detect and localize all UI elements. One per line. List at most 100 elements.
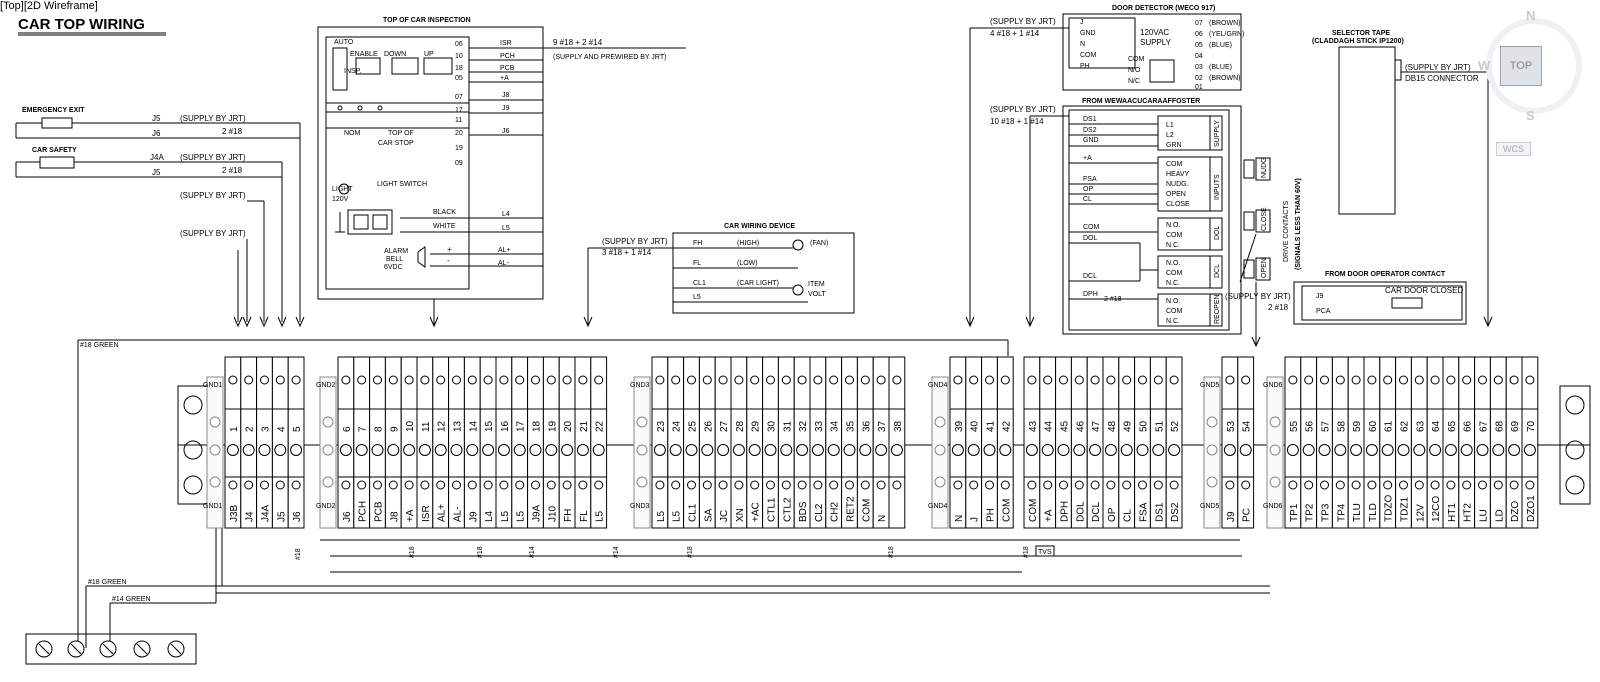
tvs-label: TVS: [1038, 549, 1052, 556]
arrow: [277, 316, 287, 328]
dd-term: PH: [1080, 63, 1090, 70]
terminal-number: 61: [1384, 420, 1395, 432]
terminal-label: L5: [656, 510, 667, 522]
terminal-screw: [701, 444, 714, 456]
term: J8: [502, 92, 510, 99]
terminal-number: 59: [1352, 420, 1363, 432]
compass-north[interactable]: N: [1526, 8, 1536, 23]
contact: [377, 105, 383, 111]
jumper-label: #18: [409, 546, 416, 558]
terminal-screw: [1153, 480, 1163, 490]
viewcube-top-face[interactable]: TOP: [1500, 46, 1542, 86]
terminal-screw: [371, 444, 384, 456]
dd-pin: 02: [1195, 75, 1203, 82]
terminal-screw: [434, 444, 447, 456]
terminal-screw: [1104, 444, 1117, 456]
arrow: [965, 316, 975, 328]
terminal-screw: [1462, 480, 1472, 490]
terminal-screw: [876, 480, 886, 490]
ground-terminal-screw: [636, 444, 648, 456]
terminal-screw: [420, 480, 430, 490]
terminal-label: TLD: [1368, 503, 1379, 522]
cwd-term: FL: [693, 260, 701, 267]
ground-bar-screw-slot: [38, 643, 50, 655]
terminal-screw: [732, 444, 745, 456]
insp-switch: [355, 57, 381, 75]
group-name: DCL: [1214, 264, 1221, 278]
cdc-title: FROM DOOR OPERATOR CONTACT: [1325, 271, 1446, 278]
compass-ring[interactable]: [1486, 18, 1582, 114]
group-item: COM: [1166, 308, 1183, 315]
terminal-label: CTL2: [782, 497, 793, 522]
button-label: CLOSE: [1261, 207, 1268, 231]
inspection-wire-note: 9 #18 + 2 #14: [553, 38, 603, 47]
ground-terminal-screw: [934, 444, 946, 456]
terminal-screw: [1446, 480, 1456, 490]
group-item: L2: [1166, 132, 1174, 139]
terminal-screw: [403, 444, 416, 456]
ground-terminal-screw: [1206, 416, 1218, 428]
compass-west[interactable]: W: [1478, 58, 1491, 73]
terminal-label: RET2: [846, 496, 857, 522]
terminal-screw: [951, 444, 964, 456]
car-wiring-title: CAR WIRING DEVICE: [724, 223, 796, 230]
terminal-screw: [1476, 444, 1489, 456]
jumper-labels: #18 #18 #18 #14 #14 #18 #18 #18 TVS: [295, 539, 1242, 573]
insp-switch: [332, 47, 348, 91]
terminal-number: 39: [954, 420, 965, 432]
emergency-exit-wire-count: 2 #18: [222, 127, 243, 136]
group-item: NUDG.: [1166, 181, 1189, 188]
terminal-number: 49: [1123, 420, 1134, 432]
terminal-screw: [1509, 480, 1519, 490]
selector-tape: SELECTOR TAPE (CLADDAGH STICK IP1200) (S…: [1312, 30, 1493, 328]
terminal-number: 17: [516, 420, 527, 432]
terminal-screw: [829, 480, 839, 490]
terminal-number: 43: [1028, 420, 1039, 432]
terminal-screw: [1430, 480, 1440, 490]
clamp-screw: [183, 475, 203, 495]
terminal-label: J6: [292, 511, 303, 522]
terminal-screw: [355, 444, 368, 456]
terminal-number: 38: [893, 420, 904, 432]
inspection-label: BELL: [386, 256, 403, 263]
wcs-menu[interactable]: WCS: [1496, 142, 1531, 156]
terminal-number: 5: [292, 426, 303, 432]
terminal-screw: [420, 375, 430, 385]
terminal-screw: [718, 480, 728, 490]
terminal-screw: [1444, 444, 1457, 456]
terminal-screw: [483, 480, 493, 490]
jumper-label: #18: [1023, 546, 1030, 558]
ground-label: #18 GREEN: [88, 579, 127, 586]
inspection-label: LIGHT SWITCH: [377, 181, 427, 188]
terminal-label: HT2: [1463, 503, 1474, 522]
terminal-number: 53: [1226, 420, 1237, 432]
do-term: COM: [1083, 224, 1100, 231]
button-wire: [1239, 233, 1257, 283]
group-item: CLOSE: [1166, 201, 1190, 208]
ground-terminal-screw: [1206, 476, 1218, 488]
terminal-screw: [388, 480, 398, 490]
button-body: [1243, 211, 1255, 231]
terminal-screw: [1367, 480, 1377, 490]
terminal-screw: [829, 375, 839, 385]
viewcube[interactable]: N S W TOP WCS: [1478, 8, 1598, 168]
inspection-label: ENABLE: [350, 51, 378, 58]
group-item: COM: [1166, 232, 1183, 239]
terminal-number: 60: [1368, 420, 1379, 432]
selector-tape-box: [1338, 46, 1396, 215]
terminal-label: CH2: [830, 502, 841, 522]
viewport-label[interactable]: [Top][2D Wireframe]: [0, 0, 98, 12]
ground-bar-screw-slot: [170, 643, 182, 655]
dd-color: (BROWN): [1209, 20, 1241, 27]
do-supply: (SUPPLY BY JRT): [990, 105, 1056, 114]
door-detector-box: [1062, 13, 1242, 91]
terminal-screw: [1367, 375, 1377, 385]
term: AL-: [498, 260, 510, 267]
do-term: DOL: [1083, 235, 1098, 242]
terminal-screw: [467, 375, 477, 385]
terminal-screw: [999, 444, 1012, 456]
compass-south[interactable]: S: [1526, 108, 1535, 123]
dd-term: GND: [1080, 30, 1096, 37]
ground-terminal-screw: [322, 444, 334, 456]
